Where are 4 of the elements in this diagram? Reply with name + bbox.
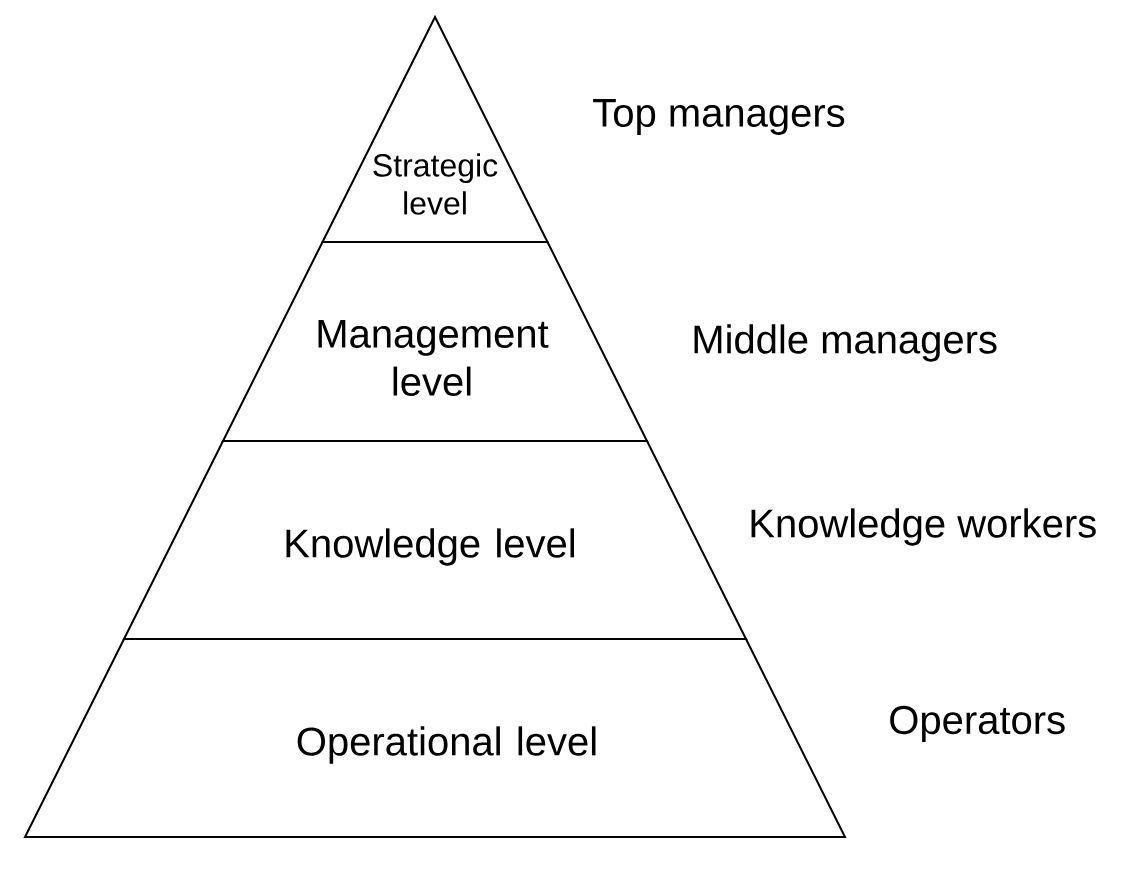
- role-label: Operators: [890, 705, 1065, 743]
- role-label: Knowledge workers: [751, 508, 1096, 546]
- role-label: Middle managers: [694, 324, 997, 362]
- role-label: Top managers: [593, 99, 845, 135]
